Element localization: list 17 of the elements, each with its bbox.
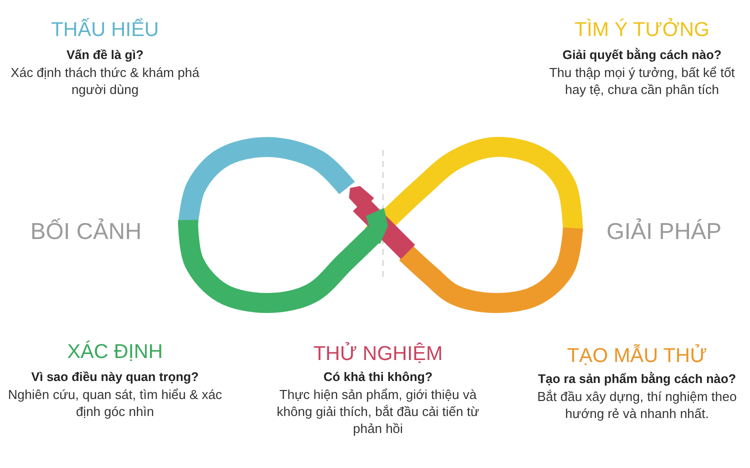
stage-question: Vì sao điều này quan trọng? <box>30 369 200 385</box>
stage-question: Tạo ra sản phẩm bằng cách nào? <box>537 371 737 387</box>
stage-description: Nghiên cứu, quan sát, tìm hiểu & xác định góc nhìn <box>7 386 223 420</box>
stage-title: TÌM Ý TƯỞNG <box>574 18 710 42</box>
stage-description: Thực hiện sản phẩm, giới thiệu và không giải thích, bắt đầu cải tiến từ phản hồi <box>276 386 480 437</box>
stage-title: XÁC ĐỊNH <box>66 340 164 364</box>
stage-question: Vấn đề là gì? <box>65 47 145 63</box>
side-label: BỐI CẢNH <box>29 217 143 245</box>
stage-title: TẠO MẪU THỬ <box>566 344 708 368</box>
stage-question: Có khả thi không? <box>322 369 434 385</box>
stage-title: THẤU HIỂU <box>50 18 160 42</box>
stage-question: Giải quyết bằng cách nào? <box>561 47 723 63</box>
stage-description: Xác định thách thức & khám phá người dùng <box>10 64 200 98</box>
stage-description: Thu thập mọi ý tưởng, bất kể tốt hay tệ, chưa cần phân tích <box>548 64 736 98</box>
stage-title: THỬ NGHIỆM <box>312 342 444 366</box>
side-label: GIẢI PHÁP <box>605 217 723 245</box>
stage-description: Bắt đầu xây dựng, thí nghiệm theo hướng rẻ và nhanh nhất. <box>537 388 737 422</box>
